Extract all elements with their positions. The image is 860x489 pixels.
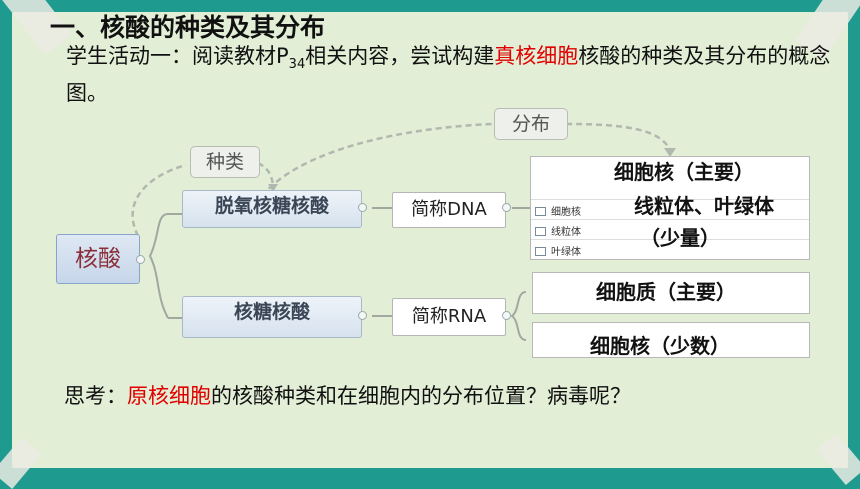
tag-kind-label: 种类 [205, 151, 244, 173]
rna-abbr-label: 简称RNA [411, 306, 487, 327]
rna-collapse-knob[interactable] [358, 311, 367, 320]
rna-abbr-node[interactable]: 简称RNA [392, 298, 506, 336]
dna-main-location: 细胞核（主要） [614, 160, 754, 184]
dna-row-2: 线粒体 [535, 223, 581, 238]
dna-row-1: 细胞核 [535, 203, 581, 218]
dna-minor-note: （少量） [640, 226, 720, 250]
activity-text-part1: 学生活动一：阅读教材P [66, 44, 289, 68]
activity-text-part2: 相关内容，尝试构建 [305, 44, 495, 68]
page-subscript: 34 [288, 57, 306, 73]
dna-row-2-label: 线粒体 [551, 227, 581, 238]
dna-row-1-label: 细胞核 [551, 207, 581, 218]
think-prefix: 思考： [64, 384, 127, 408]
rna-main-location: 细胞质（主要） [596, 280, 736, 304]
tag-distribution: 分布 [494, 108, 568, 140]
dna-row-3-label: 叶绿体 [551, 247, 581, 258]
tag-kind: 种类 [190, 146, 260, 178]
rna-main-box [532, 272, 810, 314]
dna-node-label: 脱氧核糖核酸 [214, 195, 329, 217]
note-icon [535, 247, 546, 256]
dna-abbr-label: 简称DNA [411, 199, 487, 220]
activity-text: 学生活动一：阅读教材P34相关内容，尝试构建真核细胞核酸的种类及其分布的概念图。 [66, 42, 856, 108]
tag-distribution-label: 分布 [511, 113, 550, 135]
activity-text-part3: 核酸的种类及其分布的概念图。 [66, 44, 831, 106]
root-node-label: 核酸 [75, 246, 121, 272]
dna-row-3: 叶绿体 [535, 243, 581, 258]
dna-distribution-panel: 细胞核 线粒体 叶绿体 [530, 156, 810, 260]
think-suffix: 的核酸种类和在细胞内的分布位置？病毒呢？ [211, 384, 631, 408]
dna-minor-location: 线粒体、叶绿体 [634, 194, 774, 218]
slide-heading: 一、核酸的种类及其分布 [50, 13, 326, 42]
rna-abbr-knob[interactable] [502, 311, 511, 320]
rna-minor-location: 细胞核（少数） [590, 334, 730, 358]
root-collapse-knob[interactable] [136, 255, 145, 264]
note-icon [535, 227, 546, 236]
dna-collapse-knob[interactable] [358, 203, 367, 212]
activity-highlight: 真核细胞 [494, 44, 579, 68]
rna-node-label: 核糖核酸 [233, 301, 310, 323]
think-question: 思考：原核细胞的核酸种类和在细胞内的分布位置？病毒呢？ [64, 380, 631, 410]
think-highlight: 原核细胞 [127, 384, 211, 408]
rna-minor-box [532, 322, 810, 358]
rna-node[interactable]: 核糖核酸 [182, 296, 362, 338]
dna-abbr-node[interactable]: 简称DNA [392, 192, 506, 228]
root-node[interactable]: 核酸 [56, 234, 140, 284]
note-icon [535, 207, 546, 216]
dna-abbr-knob[interactable] [502, 203, 511, 212]
dna-node[interactable]: 脱氧核糖核酸 [182, 190, 362, 228]
